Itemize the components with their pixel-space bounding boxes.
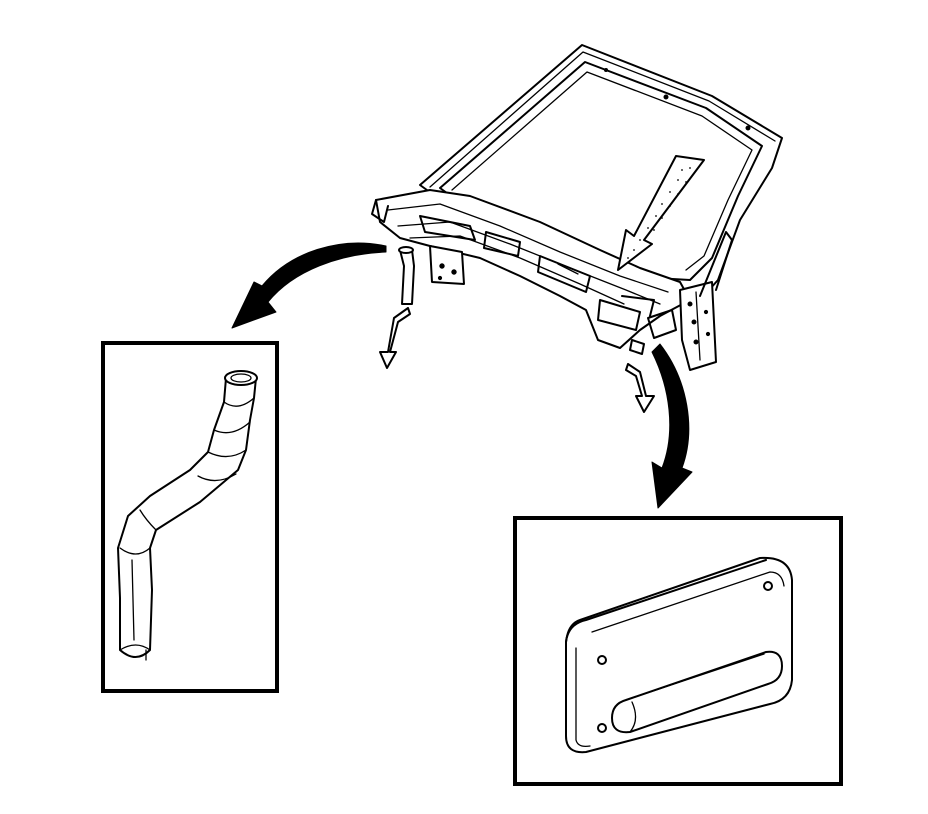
windshield-direction-arrow — [617, 155, 705, 271]
curved-hose-icon — [117, 370, 258, 661]
flow-arrow-left — [379, 307, 411, 369]
installed-hose — [399, 249, 415, 305]
left-bracket — [429, 245, 465, 285]
windshield-frame-assembly — [371, 44, 783, 371]
callout-arrow-hose — [231, 242, 387, 329]
plate-grommet — [611, 650, 783, 734]
mounting-plate-icon — [565, 556, 793, 754]
detail-box-hose — [101, 341, 279, 693]
detail-box-plate — [513, 516, 843, 786]
flow-arrow-right — [625, 363, 655, 413]
callout-arrow-plate — [651, 343, 693, 509]
